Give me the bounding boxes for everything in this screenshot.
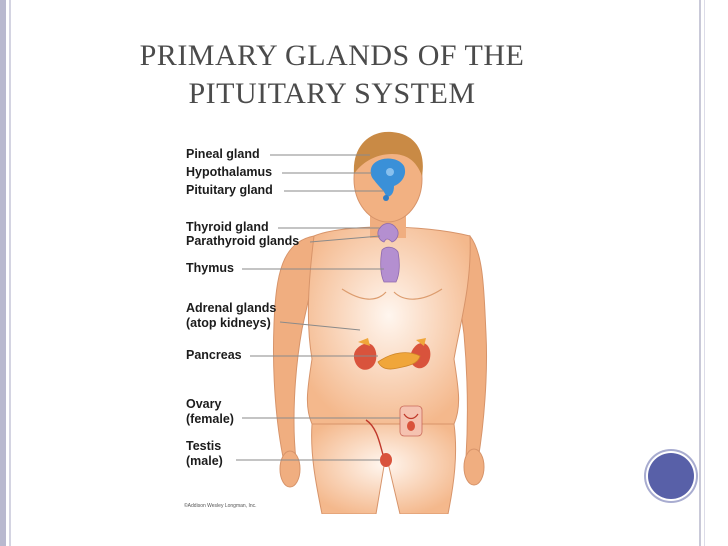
label-pancreas: Pancreas: [186, 348, 242, 362]
label-testis-sublabel: (male): [186, 454, 223, 468]
label-ovary-sublabel: (female): [186, 412, 234, 426]
slide-title-line-2: PITUITARY SYSTEM: [188, 77, 476, 110]
left-border-line: [9, 0, 11, 546]
left-border-bar: [0, 0, 6, 546]
leader-line-adrenal: [279, 321, 361, 331]
endocrine-diagram: Pineal gland Hypothalamus Pituitary glan…: [172, 124, 492, 514]
pancreas: [377, 352, 421, 370]
brain-glands: [370, 158, 406, 201]
label-adrenal-sublabel: (atop kidneys): [186, 316, 271, 330]
copyright-notice: ©Addison Wesley Longman, Inc.: [184, 503, 257, 509]
human-body-figure: [272, 131, 488, 514]
right-border-line-thin: [704, 0, 705, 546]
label-parathyroid-glands: Parathyroid glands: [186, 234, 300, 248]
reproductive-glands: [365, 405, 423, 467]
label-thyroid-gland: Thyroid gland: [186, 220, 269, 234]
slide-title: PRIMARY GLANDS OF THE PITUITARY SYSTEM: [112, 37, 552, 113]
label-hypothalamus: Hypothalamus: [186, 165, 273, 179]
label-ovary: Ovary: [186, 397, 222, 411]
slide-title-line-1: PRIMARY GLANDS OF THE: [139, 39, 525, 72]
leader-line-parathyroid: [309, 235, 381, 243]
body-illustration: [236, 131, 488, 514]
right-border-line: [699, 0, 701, 546]
thyroid-gland: [377, 223, 399, 243]
label-adrenal-glands: Adrenal glands: [186, 301, 277, 315]
leader-lines: [236, 154, 400, 461]
label-pineal-gland: Pineal gland: [186, 147, 260, 161]
label-pituitary-gland: Pituitary gland: [186, 183, 273, 197]
slide-nav-button[interactable]: [648, 453, 694, 499]
label-testis: Testis: [186, 439, 222, 453]
label-thymus: Thymus: [186, 261, 234, 275]
thymus-gland: [380, 246, 400, 283]
